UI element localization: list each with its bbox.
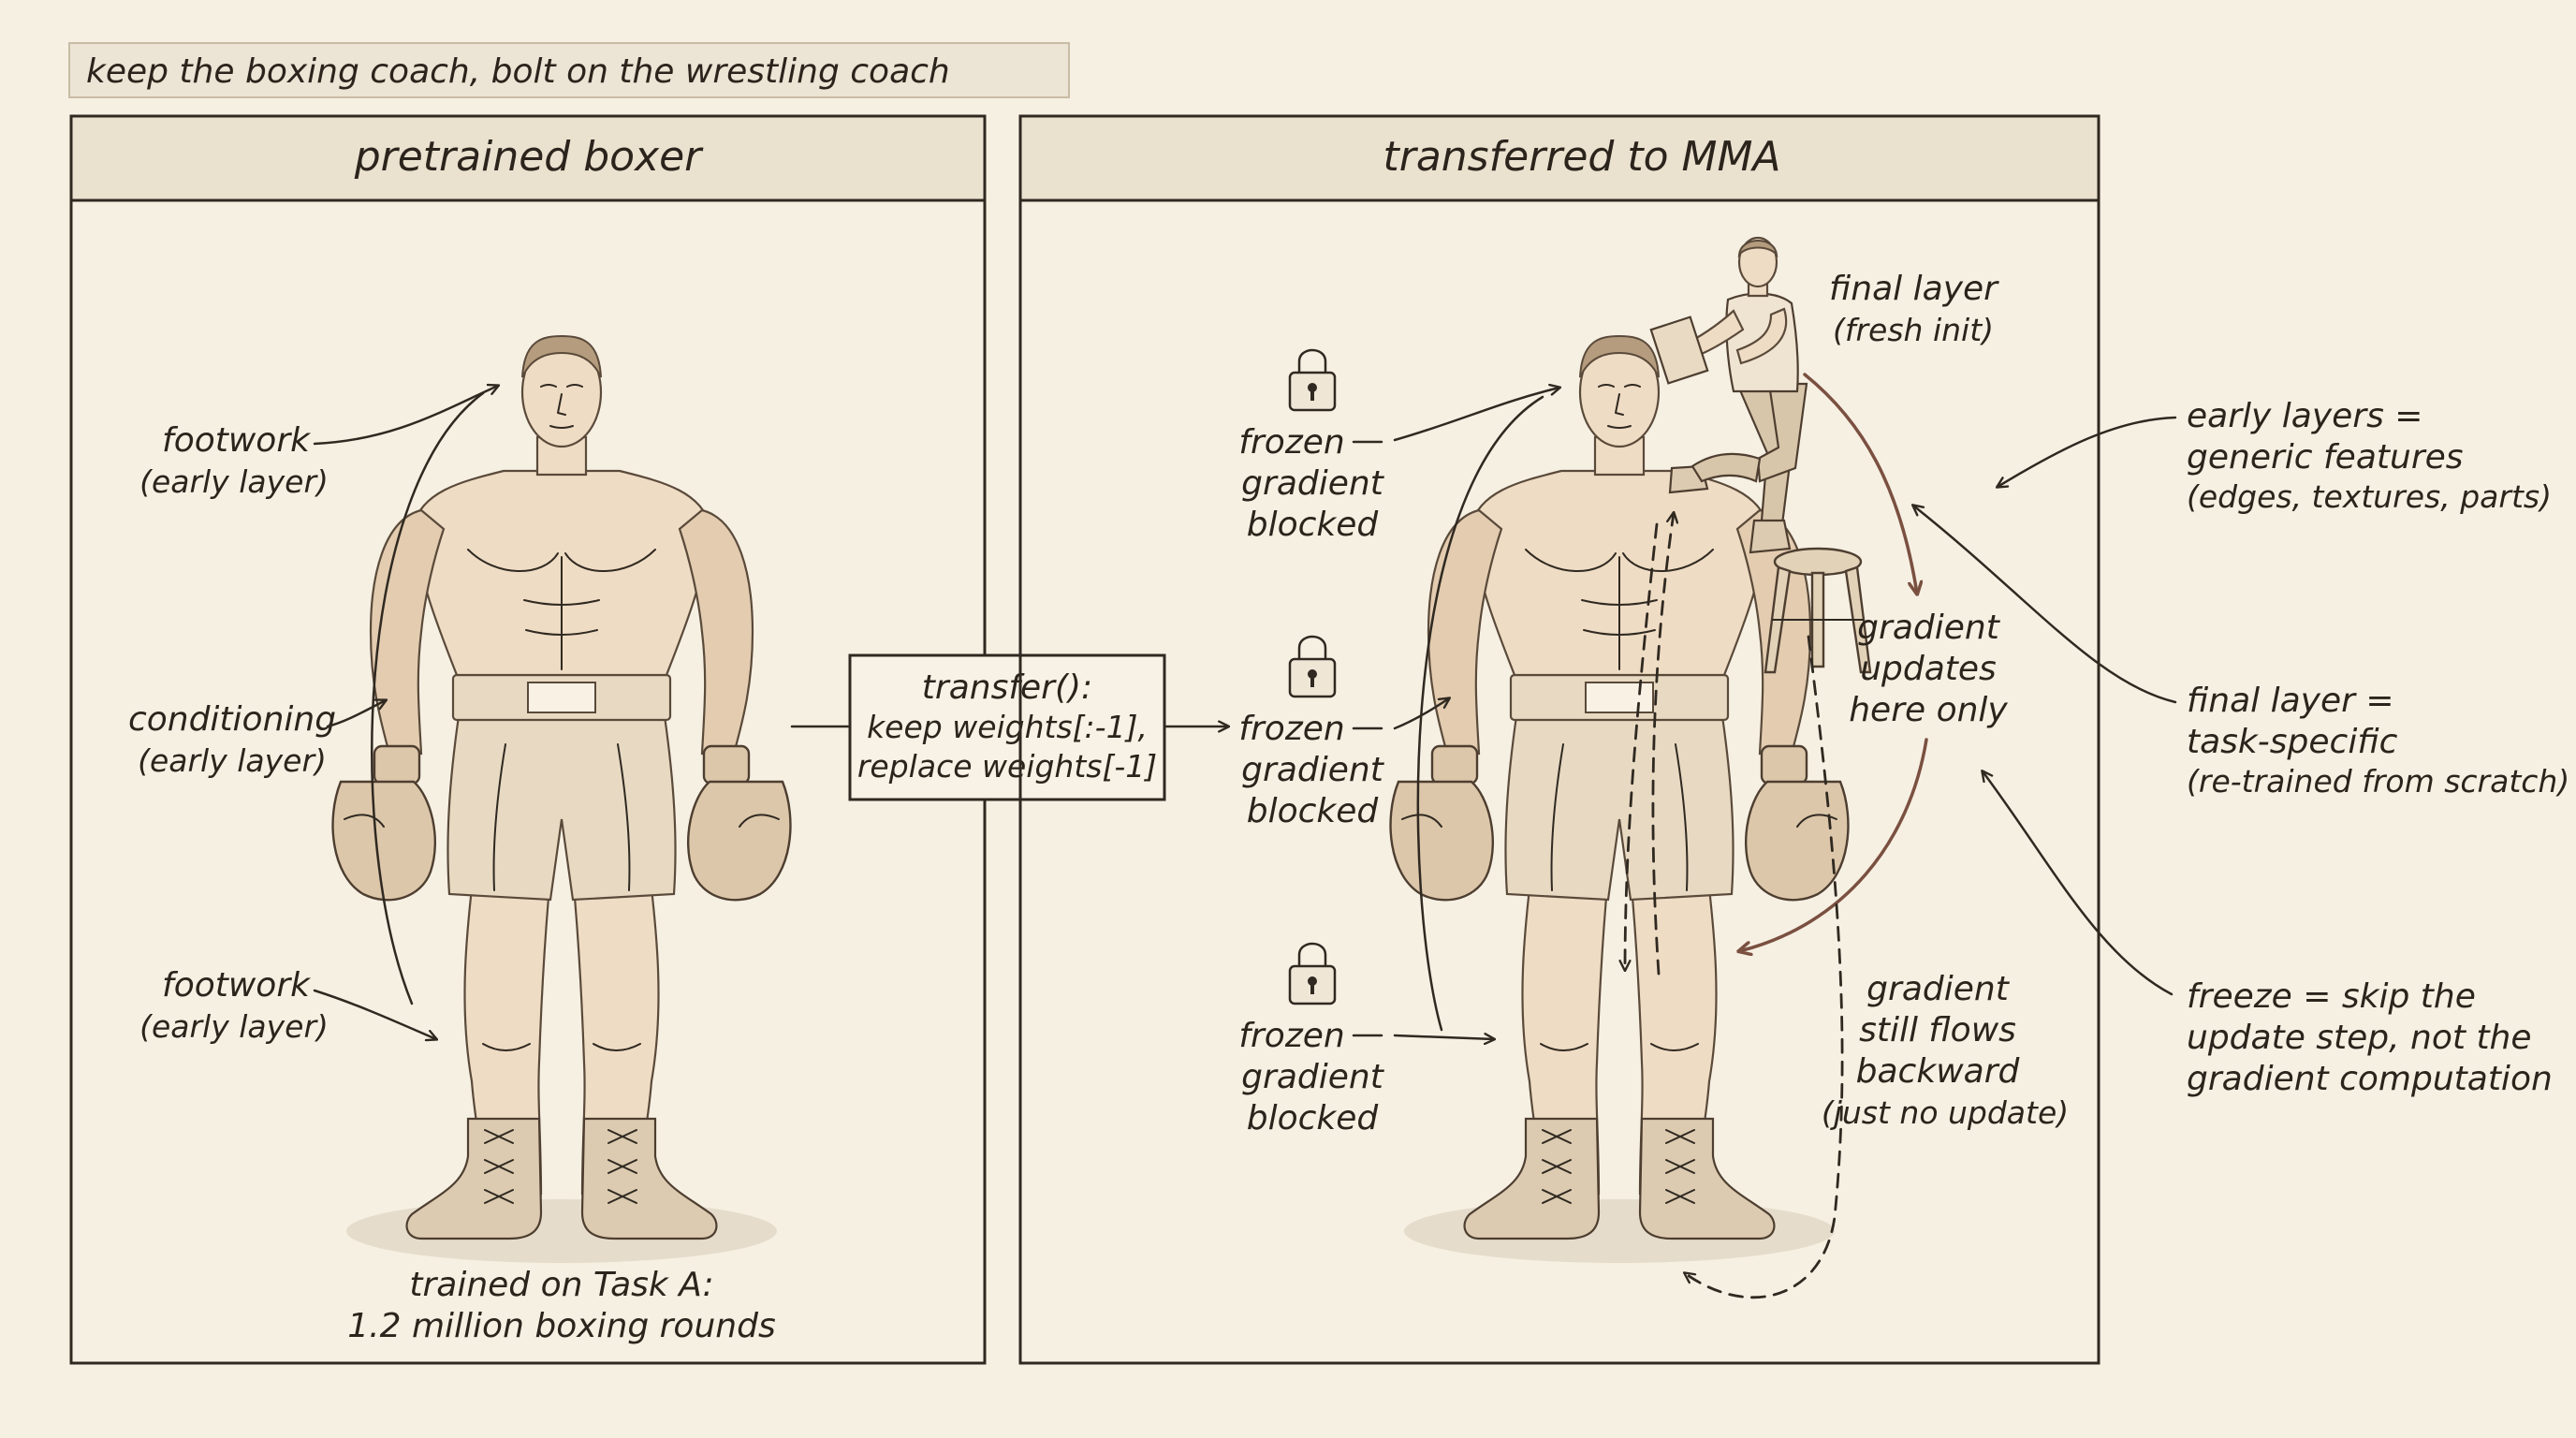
arrow-frozen-torso (1393, 698, 1449, 730)
frozen-label-2-line2: gradient (1241, 751, 1385, 789)
gradient-updates-line1: gradient (1857, 609, 2001, 647)
frozen-label-3-line3: blocked (1247, 1099, 1380, 1137)
arrow-frozen-head (1393, 388, 1559, 442)
dashed-up-arrow (1651, 513, 1674, 976)
frozen-label-1-line1: frozen (1238, 423, 1344, 462)
arrow-footwork-feet (313, 989, 436, 1039)
note-3-line3: gradient computation (2187, 1060, 2553, 1098)
arrow-conditioning (326, 700, 386, 728)
note-3-line2: update step, not the (2187, 1019, 2532, 1057)
note-2-line3: (re-trained from scratch) (2187, 763, 2569, 800)
pretrained-boxer-figure (331, 334, 792, 1265)
left-panel-title: pretrained boxer (354, 133, 704, 181)
gradient-updates-line2: updates (1860, 650, 1997, 688)
transfer-line3: replace weights[-1] (857, 748, 1157, 785)
frozen-label-1-line2: gradient (1241, 464, 1385, 503)
side-notes: early layers = generic features (edges, … (1913, 397, 2569, 1098)
final-layer-line2: (fresh init) (1833, 312, 1994, 348)
gradient-flows-line3: backward (1856, 1052, 2021, 1091)
frozen-label-2-line1: frozen (1238, 710, 1344, 748)
note-2-arrow (1913, 506, 2177, 704)
frozen-arc-connector (1416, 395, 1544, 1032)
transfer-box: transfer(): keep weights[:-1], replace w… (790, 653, 1228, 801)
lock-icon-3 (1288, 942, 1337, 1005)
left-footer-line2: 1.2 million boxing rounds (347, 1307, 775, 1345)
final-layer-line1: final layer (1829, 270, 1999, 308)
lock-icon-1 (1288, 348, 1337, 412)
note-2-line1: final layer = (2187, 682, 2394, 720)
right-panel: transferred to MMA (1018, 114, 2100, 1365)
left-label-1-line2: (early layer) (139, 463, 329, 500)
note-1-line3: (edges, textures, parts) (2187, 478, 2552, 515)
gradient-flows-line4: (just no update) (1822, 1094, 2069, 1131)
right-panel-title: transferred to MMA (1383, 133, 1780, 181)
lock-icon-2 (1288, 635, 1337, 698)
left-label-3-line1: footwork (162, 966, 312, 1005)
backward-gradient-loop (1685, 635, 1844, 1299)
note-1-arrow (1998, 416, 2177, 487)
transfer-line2: keep weights[:-1], (867, 709, 1148, 745)
note-2-line2: task-specific (2187, 723, 2398, 761)
gradient-update-arrow (1803, 373, 1917, 594)
gradient-flow-arrow (1739, 738, 1928, 951)
note-3-line1: freeze = skip the (2187, 977, 2476, 1016)
caption: keep the boxing coach, bolt on the wrest… (86, 52, 950, 91)
caption-box (68, 42, 1070, 98)
wrestling-coach-on-stool (1649, 236, 1872, 674)
gradient-flows-line2: still flows (1859, 1011, 2016, 1049)
left-panel: pretrained boxer footwork (early layer) … (69, 114, 987, 1365)
arrow-footwork-head (313, 386, 498, 446)
gradient-flows-line1: gradient (1866, 970, 2011, 1008)
arc-connector (371, 391, 485, 1005)
frozen-label-3-line2: gradient (1241, 1058, 1385, 1096)
left-label-2-line1: conditioning (128, 700, 336, 739)
left-label-1-line1: footwork (162, 421, 312, 460)
left-footer-line1: trained on Task A: (409, 1266, 713, 1304)
frozen-label-1-line3: blocked (1247, 506, 1380, 544)
dashed-down-arrow (1625, 522, 1659, 970)
left-label-3-line2: (early layer) (139, 1008, 329, 1045)
frozen-label-2-line3: blocked (1247, 792, 1380, 830)
arrow-frozen-feet (1393, 1035, 1494, 1039)
transfer-line1: transfer(): (922, 668, 1092, 707)
frozen-label-3-line1: frozen (1238, 1017, 1344, 1055)
left-label-2-line2: (early layer) (138, 742, 327, 779)
note-1-line1: early layers = (2187, 397, 2422, 435)
gradient-updates-line3: here only (1849, 691, 2008, 729)
note-3-arrow (1983, 771, 2174, 996)
note-1-line2: generic features (2187, 438, 2464, 477)
